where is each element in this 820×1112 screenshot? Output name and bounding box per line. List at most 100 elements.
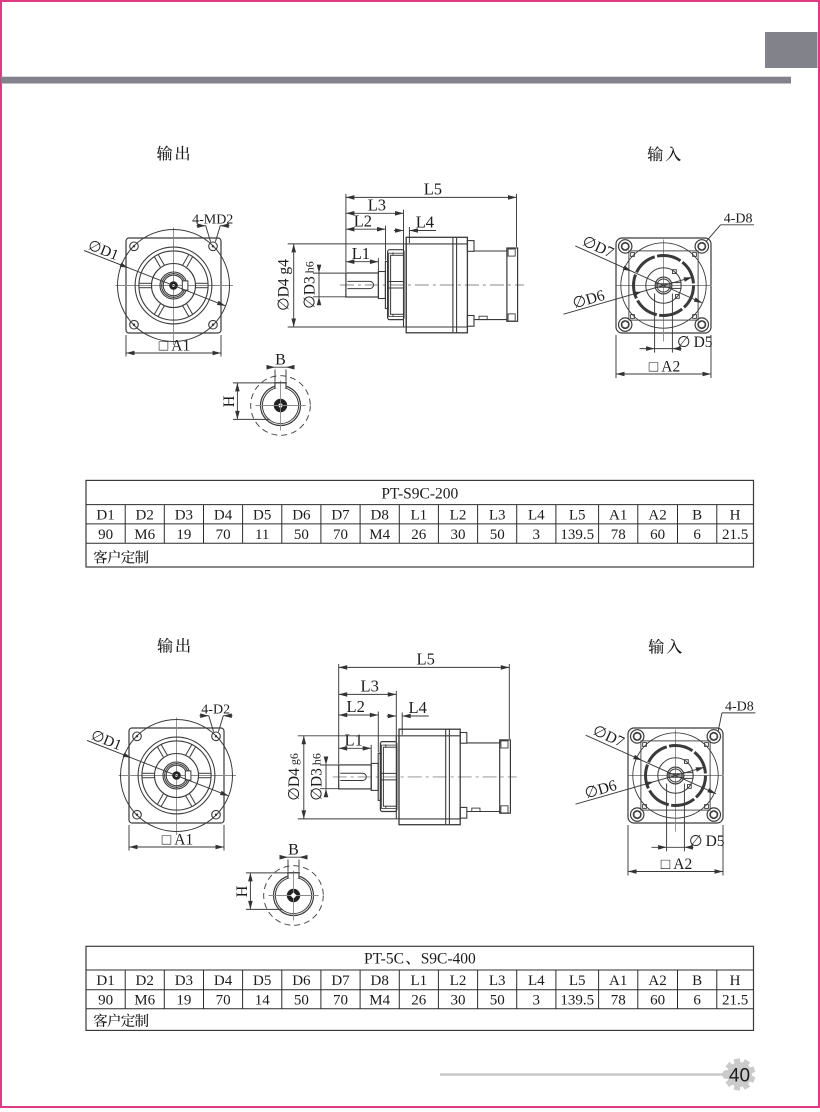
svg-text:D7: D7 xyxy=(331,973,350,989)
svg-text:78: 78 xyxy=(611,527,626,543)
svg-text:90: 90 xyxy=(98,993,113,1009)
svg-text:L2: L2 xyxy=(354,211,372,230)
svg-text:L4: L4 xyxy=(528,973,545,989)
svg-text:70: 70 xyxy=(333,527,348,543)
svg-text:L5: L5 xyxy=(569,508,586,524)
svg-text:D1: D1 xyxy=(96,973,114,989)
svg-text:∅ D5: ∅ D5 xyxy=(689,833,725,850)
svg-text:L1: L1 xyxy=(410,508,427,524)
svg-text:L5: L5 xyxy=(569,973,586,989)
svg-text:H: H xyxy=(730,508,741,524)
svg-text:D3: D3 xyxy=(175,973,193,989)
svg-text:□ A2: □ A2 xyxy=(661,856,692,873)
svg-text:19: 19 xyxy=(176,993,191,1009)
svg-text:L3: L3 xyxy=(489,508,506,524)
svg-text:B: B xyxy=(275,351,286,368)
svg-text:M4: M4 xyxy=(369,527,390,543)
svg-text:50: 50 xyxy=(490,527,505,543)
svg-text:S9C-400: S9C-400 xyxy=(421,950,476,967)
svg-text:□ A2: □ A2 xyxy=(649,359,680,376)
svg-text:L4: L4 xyxy=(409,698,427,717)
svg-text:L4: L4 xyxy=(528,508,545,524)
svg-text:D5: D5 xyxy=(253,973,271,989)
svg-text:A2: A2 xyxy=(648,973,666,989)
svg-text:70: 70 xyxy=(216,527,231,543)
svg-text:30: 30 xyxy=(451,993,466,1009)
svg-text:PT-S9C-200: PT-S9C-200 xyxy=(381,486,458,503)
svg-text:4-D8: 4-D8 xyxy=(725,700,754,715)
svg-text:∅D4 g6: ∅D4 g6 xyxy=(286,753,303,800)
svg-text:D2: D2 xyxy=(136,508,154,524)
svg-text:26: 26 xyxy=(411,527,427,543)
svg-text:90: 90 xyxy=(98,527,113,543)
svg-text:□ A1: □ A1 xyxy=(162,832,193,849)
svg-text:L1: L1 xyxy=(345,731,363,750)
svg-text:60: 60 xyxy=(650,527,665,543)
svg-text:D4: D4 xyxy=(214,508,233,524)
svg-text:139.5: 139.5 xyxy=(560,527,594,543)
svg-text:21.5: 21.5 xyxy=(722,993,748,1009)
svg-text:A2: A2 xyxy=(648,508,666,524)
svg-text:∅D6: ∅D6 xyxy=(571,287,607,312)
svg-text:60: 60 xyxy=(650,993,665,1009)
svg-text:70: 70 xyxy=(216,993,231,1009)
svg-text:L2: L2 xyxy=(450,508,467,524)
svg-text:L4: L4 xyxy=(416,213,434,232)
svg-text:14: 14 xyxy=(255,993,271,1009)
svg-text:50: 50 xyxy=(294,993,309,1009)
svg-text:4-D8: 4-D8 xyxy=(724,212,753,227)
svg-text:D8: D8 xyxy=(371,973,389,989)
svg-text:∅D3 h6: ∅D3 h6 xyxy=(309,753,326,800)
svg-text:L5: L5 xyxy=(417,650,435,669)
svg-text:L5: L5 xyxy=(424,180,442,199)
svg-text:50: 50 xyxy=(294,527,309,543)
svg-text:40: 40 xyxy=(729,1066,750,1087)
svg-text:A1: A1 xyxy=(609,508,627,524)
svg-text:6: 6 xyxy=(693,527,701,543)
svg-text:L2: L2 xyxy=(347,697,365,716)
svg-text:M4: M4 xyxy=(369,993,390,1009)
svg-text:3: 3 xyxy=(533,527,541,543)
svg-text:L3: L3 xyxy=(368,196,386,215)
svg-text:PT-5C: PT-5C xyxy=(364,950,404,967)
svg-text:L2: L2 xyxy=(450,973,467,989)
svg-text:D3: D3 xyxy=(175,508,193,524)
svg-text:B: B xyxy=(692,508,702,524)
svg-text:4-MD2: 4-MD2 xyxy=(192,213,233,228)
svg-text:3: 3 xyxy=(533,993,541,1009)
svg-text:26: 26 xyxy=(411,993,427,1009)
svg-text:∅ D5: ∅ D5 xyxy=(677,334,713,351)
svg-text:M6: M6 xyxy=(134,993,155,1009)
svg-text:M6: M6 xyxy=(134,527,155,543)
svg-text:D4: D4 xyxy=(214,973,233,989)
svg-text:∅D6: ∅D6 xyxy=(583,777,619,802)
svg-text:L1: L1 xyxy=(410,973,427,989)
svg-text:∅D7: ∅D7 xyxy=(590,722,627,751)
svg-text:D2: D2 xyxy=(136,973,154,989)
svg-text:H: H xyxy=(221,395,238,407)
svg-text:D6: D6 xyxy=(292,973,311,989)
svg-text:∅D7: ∅D7 xyxy=(580,233,617,262)
svg-text:□ A1: □ A1 xyxy=(159,338,190,355)
svg-text:139.5: 139.5 xyxy=(560,993,594,1009)
svg-text:∅D4 g4: ∅D4 g4 xyxy=(276,259,293,311)
svg-text:L3: L3 xyxy=(489,973,506,989)
svg-text:D8: D8 xyxy=(371,508,389,524)
svg-text:78: 78 xyxy=(611,993,626,1009)
svg-text:19: 19 xyxy=(176,527,191,543)
svg-text:D1: D1 xyxy=(96,508,114,524)
svg-text:21.5: 21.5 xyxy=(722,527,748,543)
svg-text:H: H xyxy=(730,973,741,989)
svg-text:∅D1: ∅D1 xyxy=(89,728,124,754)
svg-text:A1: A1 xyxy=(609,973,627,989)
svg-text:B: B xyxy=(692,973,702,989)
svg-text:H: H xyxy=(234,885,251,897)
svg-text:30: 30 xyxy=(451,527,466,543)
svg-text:6: 6 xyxy=(693,993,701,1009)
svg-text:50: 50 xyxy=(490,993,505,1009)
svg-text:∅D3 h6: ∅D3 h6 xyxy=(302,261,319,308)
svg-text:70: 70 xyxy=(333,993,348,1009)
svg-text:L3: L3 xyxy=(361,677,379,696)
svg-text:B: B xyxy=(288,841,299,858)
svg-text:4-D2: 4-D2 xyxy=(201,703,230,718)
